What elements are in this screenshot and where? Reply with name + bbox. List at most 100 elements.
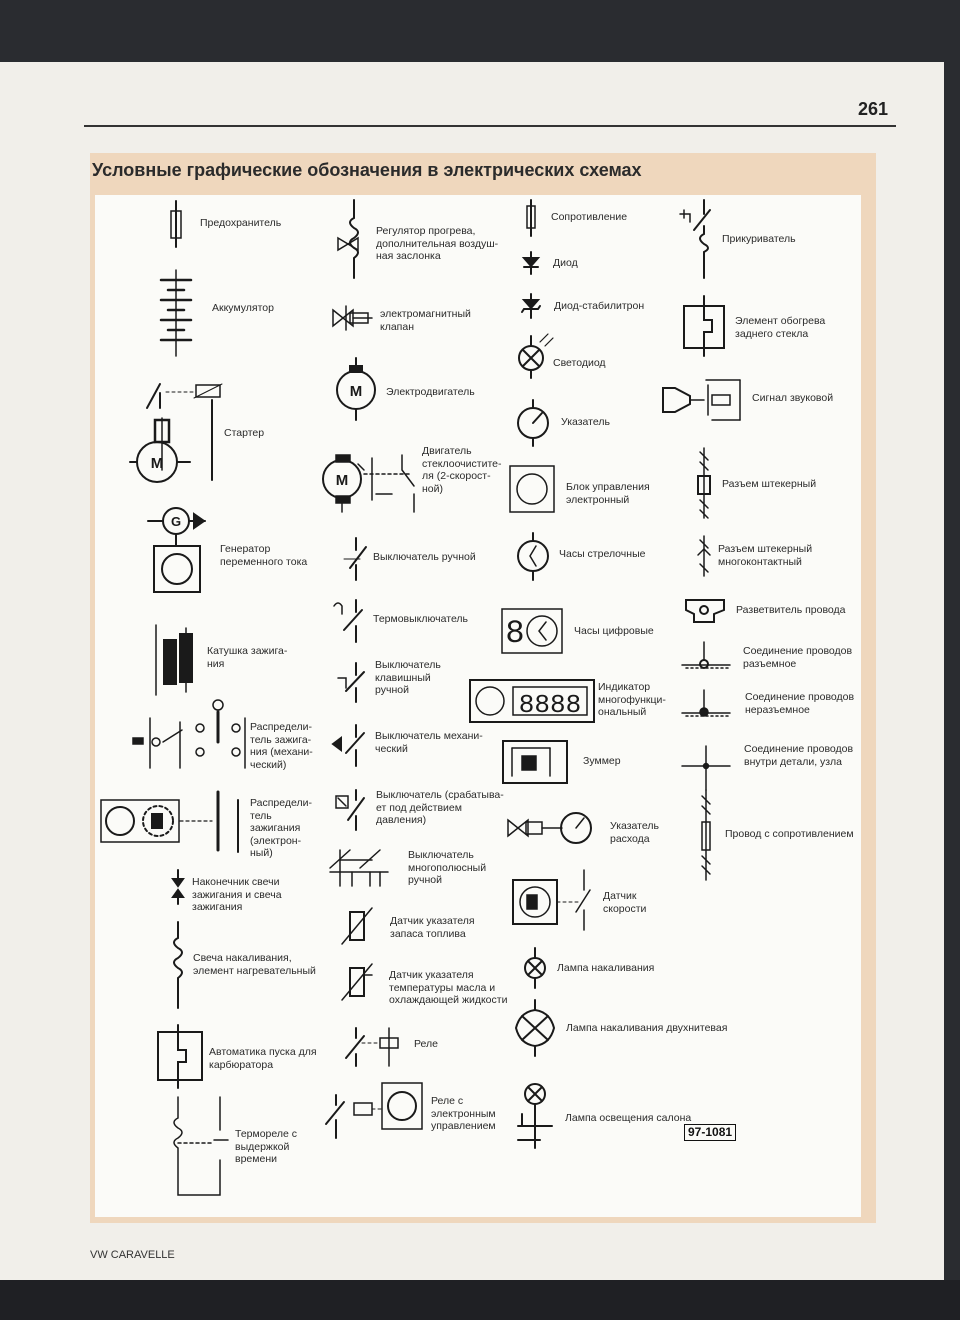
dual-lamp-icon [514,999,556,1057]
cigar-lighter-icon [679,199,711,279]
wire-splitter-icon [685,599,725,623]
label-zener-diode: Диод-стабилитрон [554,300,645,312]
label-relay: Реле [414,1038,438,1050]
label-resistive-wire: Провод с сопротивлением [725,828,854,840]
page-title: Условные графические обозначения в элект… [92,160,642,180]
detachable-joint-icon [681,641,731,669]
diode-icon [521,251,541,275]
label-glow-plug: Свеча накаливания,элемент нагревательный [193,952,316,977]
resistive-wire-icon [701,789,711,881]
label-digital-clock: Часы цифровые [574,625,654,637]
digital-clock-icon [501,608,563,654]
alternator-icon [147,507,206,593]
thermal-switch-icon [333,599,363,643]
label-electric-motor: Электродвигатель [386,386,475,398]
ignition-coil-icon [155,624,193,696]
battery-icon [159,269,193,357]
label-buzzer: Зуммер [583,755,621,767]
label-lamp: Лампа накаливания [557,962,655,974]
electric-motor-icon [336,357,376,421]
rear-heater-icon [683,295,725,357]
ecu-icon [509,465,555,513]
label-starter: Стартер [224,427,265,439]
fuel-sensor-icon [341,907,373,945]
label-horn: Сигнал звуковой [752,392,834,404]
led-icon [518,333,554,379]
speed-sensor-icon [512,869,591,931]
scan-bottom-edge [0,1280,960,1320]
internal-joint-icon [681,745,731,791]
resistor-icon [526,199,536,237]
label-thermal-switch: Термовыключатель [373,613,469,625]
motor-letter: M [350,383,363,400]
label-fuse: Предохранитель [200,217,282,229]
buzzer-icon [502,740,568,784]
label-dual-lamp: Лампа накаливания двухнитевая [566,1022,728,1034]
label-splitter: Разветвитель провода [736,604,846,616]
label-led: Светодиод [553,357,606,369]
manual-switch-icon [343,537,367,581]
wiper-motor-icon [322,454,415,513]
wiper-motor-letter: M [336,472,349,489]
warmup-regulator-icon [337,199,359,279]
digital-clock-digit: 8 [505,615,524,652]
generator-letter: G [171,514,181,529]
solenoid-valve-icon [332,305,373,331]
choke-icon [157,1024,203,1089]
label-analog-clock: Часы стрелочные [559,548,646,560]
fuse-icon [170,200,182,248]
lamp-icon [524,947,546,989]
multifunction-display-icon [469,679,595,723]
label-warmup-regulator: Регулятор прогрева,дополнительная воздуш… [376,225,499,262]
label-battery: Аккумулятор [212,302,274,314]
temperature-sensor-icon [341,963,373,1001]
interior-lamp-icon [517,1083,553,1149]
spark-plug-icon [171,869,185,905]
footer-book-title: VW CARAVELLE [90,1249,175,1261]
starter-icon [129,383,223,483]
label-resistor: Сопротивление [551,211,628,223]
label-distributor-mechanical: Распредели-тель зажига-ния (механи-чески… [250,721,313,771]
glow-plug-icon [173,921,183,1009]
gauge-icon [517,399,549,447]
horn-icon [662,379,741,421]
electronic-relay-icon [325,1082,423,1139]
relay-icon [345,1027,399,1067]
multi-display-digits: 8888 [519,690,581,720]
thermal-relay-icon [173,1096,229,1196]
mechanical-switch-icon [331,724,365,767]
multi-plug-icon [697,535,711,577]
label-ignition-coil: Катушка зажига-ния [207,645,288,670]
label-plug-connector: Разъем штекерный [722,478,817,490]
starter-motor-letter: M [151,455,164,472]
pressure-switch-icon [335,789,365,831]
figure-code: 97-1081 [684,1124,737,1141]
label-diode: Диод [553,257,578,269]
zener-diode-icon [521,293,541,319]
label-gauge: Указатель [561,416,610,428]
label-cigar-lighter: Прикуриватель [722,233,796,245]
label-interior-lamp: Лампа освещения салона [565,1112,692,1124]
distributor-mechanical-icon [132,699,246,769]
